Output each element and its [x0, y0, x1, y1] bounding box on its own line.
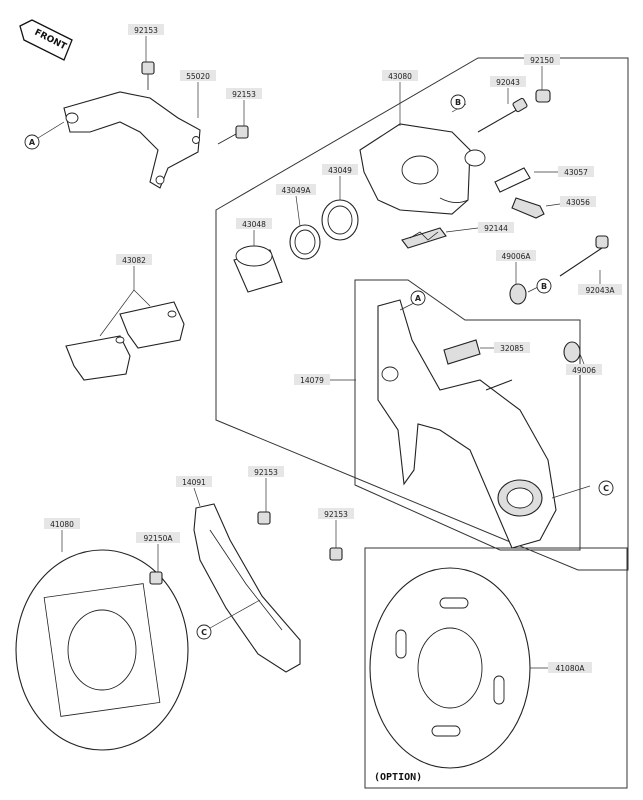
- caliper-bracket-14079: [377, 299, 557, 549]
- svg-text:43049A: 43049A: [282, 186, 312, 195]
- brake-pads-43082: [65, 301, 185, 381]
- svg-text:49006: 49006: [572, 366, 596, 375]
- svg-text:A: A: [29, 138, 36, 147]
- callout-a-caliper-bracket: A: [410, 290, 426, 306]
- svg-text:92153: 92153: [232, 90, 256, 99]
- bolt-92153-guard2: [329, 547, 343, 561]
- part-label-43048: 43048: [236, 218, 272, 229]
- svg-text:92153: 92153: [254, 468, 278, 477]
- part-label-32085: 32085: [494, 342, 530, 353]
- part-label-43049: 43049: [322, 164, 358, 175]
- svg-text:43082: 43082: [122, 256, 146, 265]
- bolt-92153-bracket: [217, 125, 249, 145]
- part-label-43056: 43056: [560, 196, 596, 207]
- part-label-92153-guard1: 92153: [248, 466, 284, 477]
- svg-text:A: A: [415, 294, 422, 303]
- piston-seal-43049: [321, 199, 359, 241]
- callout-b-pin: B: [536, 278, 552, 294]
- svg-text:43057: 43057: [564, 168, 588, 177]
- boot-32085: [443, 339, 481, 365]
- part-label-92043: 92043: [490, 76, 526, 87]
- svg-text:32085: 32085: [500, 344, 524, 353]
- bushing-49006a: [509, 283, 527, 305]
- svg-text:C: C: [603, 484, 609, 493]
- svg-text:41080A: 41080A: [556, 664, 586, 673]
- part-label-14091: 14091: [176, 476, 212, 487]
- svg-text:B: B: [455, 98, 461, 107]
- caliper-assembly-frame: [215, 57, 629, 571]
- svg-text:14091: 14091: [182, 478, 206, 487]
- option-label: (OPTION): [374, 772, 422, 783]
- svg-text:92153: 92153: [324, 510, 348, 519]
- part-label-55020: 55020: [180, 70, 216, 81]
- bleeder-43057: [494, 167, 531, 193]
- svg-text:41080: 41080: [50, 520, 74, 529]
- part-label-92153-guard2: 92153: [318, 508, 354, 519]
- part-label-41080a: 41080A: [548, 662, 592, 673]
- part-label-43057: 43057: [558, 166, 594, 177]
- mounting-bracket-55020: [63, 91, 201, 189]
- part-label-92144: 92144: [478, 222, 514, 233]
- part-label-92150a: 92150A: [136, 532, 180, 543]
- front-arrow-icon: FRONT: [19, 19, 73, 61]
- part-label-41080: 41080: [44, 518, 80, 529]
- svg-text:92153: 92153: [134, 26, 158, 35]
- bolt-92150a: [149, 571, 163, 585]
- optional-disc-41080a: [369, 567, 531, 769]
- svg-text:92150: 92150: [530, 56, 554, 65]
- svg-text:C: C: [201, 628, 207, 637]
- svg-text:43048: 43048: [242, 220, 266, 229]
- valve-43056: [511, 197, 545, 219]
- callout-c-caliper-bracket: C: [598, 480, 614, 496]
- part-label-92153-bracket: 92153: [226, 88, 262, 99]
- part-label-49006: 49006: [566, 364, 602, 375]
- svg-text:92043: 92043: [496, 78, 520, 87]
- bushing-49006: [563, 341, 581, 363]
- part-label-14079: 14079: [294, 374, 330, 385]
- part-label-43049a: 43049A: [276, 184, 316, 195]
- part-label-92153-top: 92153: [128, 24, 164, 35]
- piston-43048: [233, 245, 283, 293]
- callout-c-guard: C: [196, 624, 212, 640]
- bolt-92153-top: [141, 61, 155, 90]
- svg-text:43056: 43056: [566, 198, 590, 207]
- part-label-92043a: 92043A: [578, 284, 622, 295]
- svg-text:43049: 43049: [328, 166, 352, 175]
- svg-text:92043A: 92043A: [586, 286, 616, 295]
- svg-text:92144: 92144: [484, 224, 508, 233]
- svg-text:55020: 55020: [186, 72, 210, 81]
- leader-lines: [37, 36, 601, 669]
- svg-text:92150A: 92150A: [144, 534, 174, 543]
- seal-43049a: [289, 224, 321, 260]
- svg-text:43080: 43080: [388, 72, 412, 81]
- pin-92043: [477, 97, 528, 133]
- svg-text:14079: 14079: [300, 376, 324, 385]
- caliper-bracket-frame: [354, 279, 581, 551]
- spring-92144: [401, 227, 447, 249]
- part-label-49006a: 49006A: [496, 250, 536, 261]
- caliper-body-43080: [359, 123, 486, 215]
- callout-a-bracket: A: [24, 134, 40, 150]
- bolt-92153-guard1: [257, 511, 271, 525]
- option-frame: [364, 547, 628, 789]
- pin-92043a: [559, 235, 609, 277]
- svg-text:49006A: 49006A: [502, 252, 532, 261]
- svg-text:B: B: [541, 282, 547, 291]
- callout-b-caliper: B: [450, 94, 466, 110]
- brake-disc-41080: [15, 549, 189, 751]
- part-label-43082: 43082: [116, 254, 152, 265]
- cap-92150: [535, 89, 551, 103]
- disc-guard-14091: [193, 503, 301, 673]
- part-label-43080: 43080: [382, 70, 418, 81]
- part-label-92150: 92150: [524, 54, 560, 65]
